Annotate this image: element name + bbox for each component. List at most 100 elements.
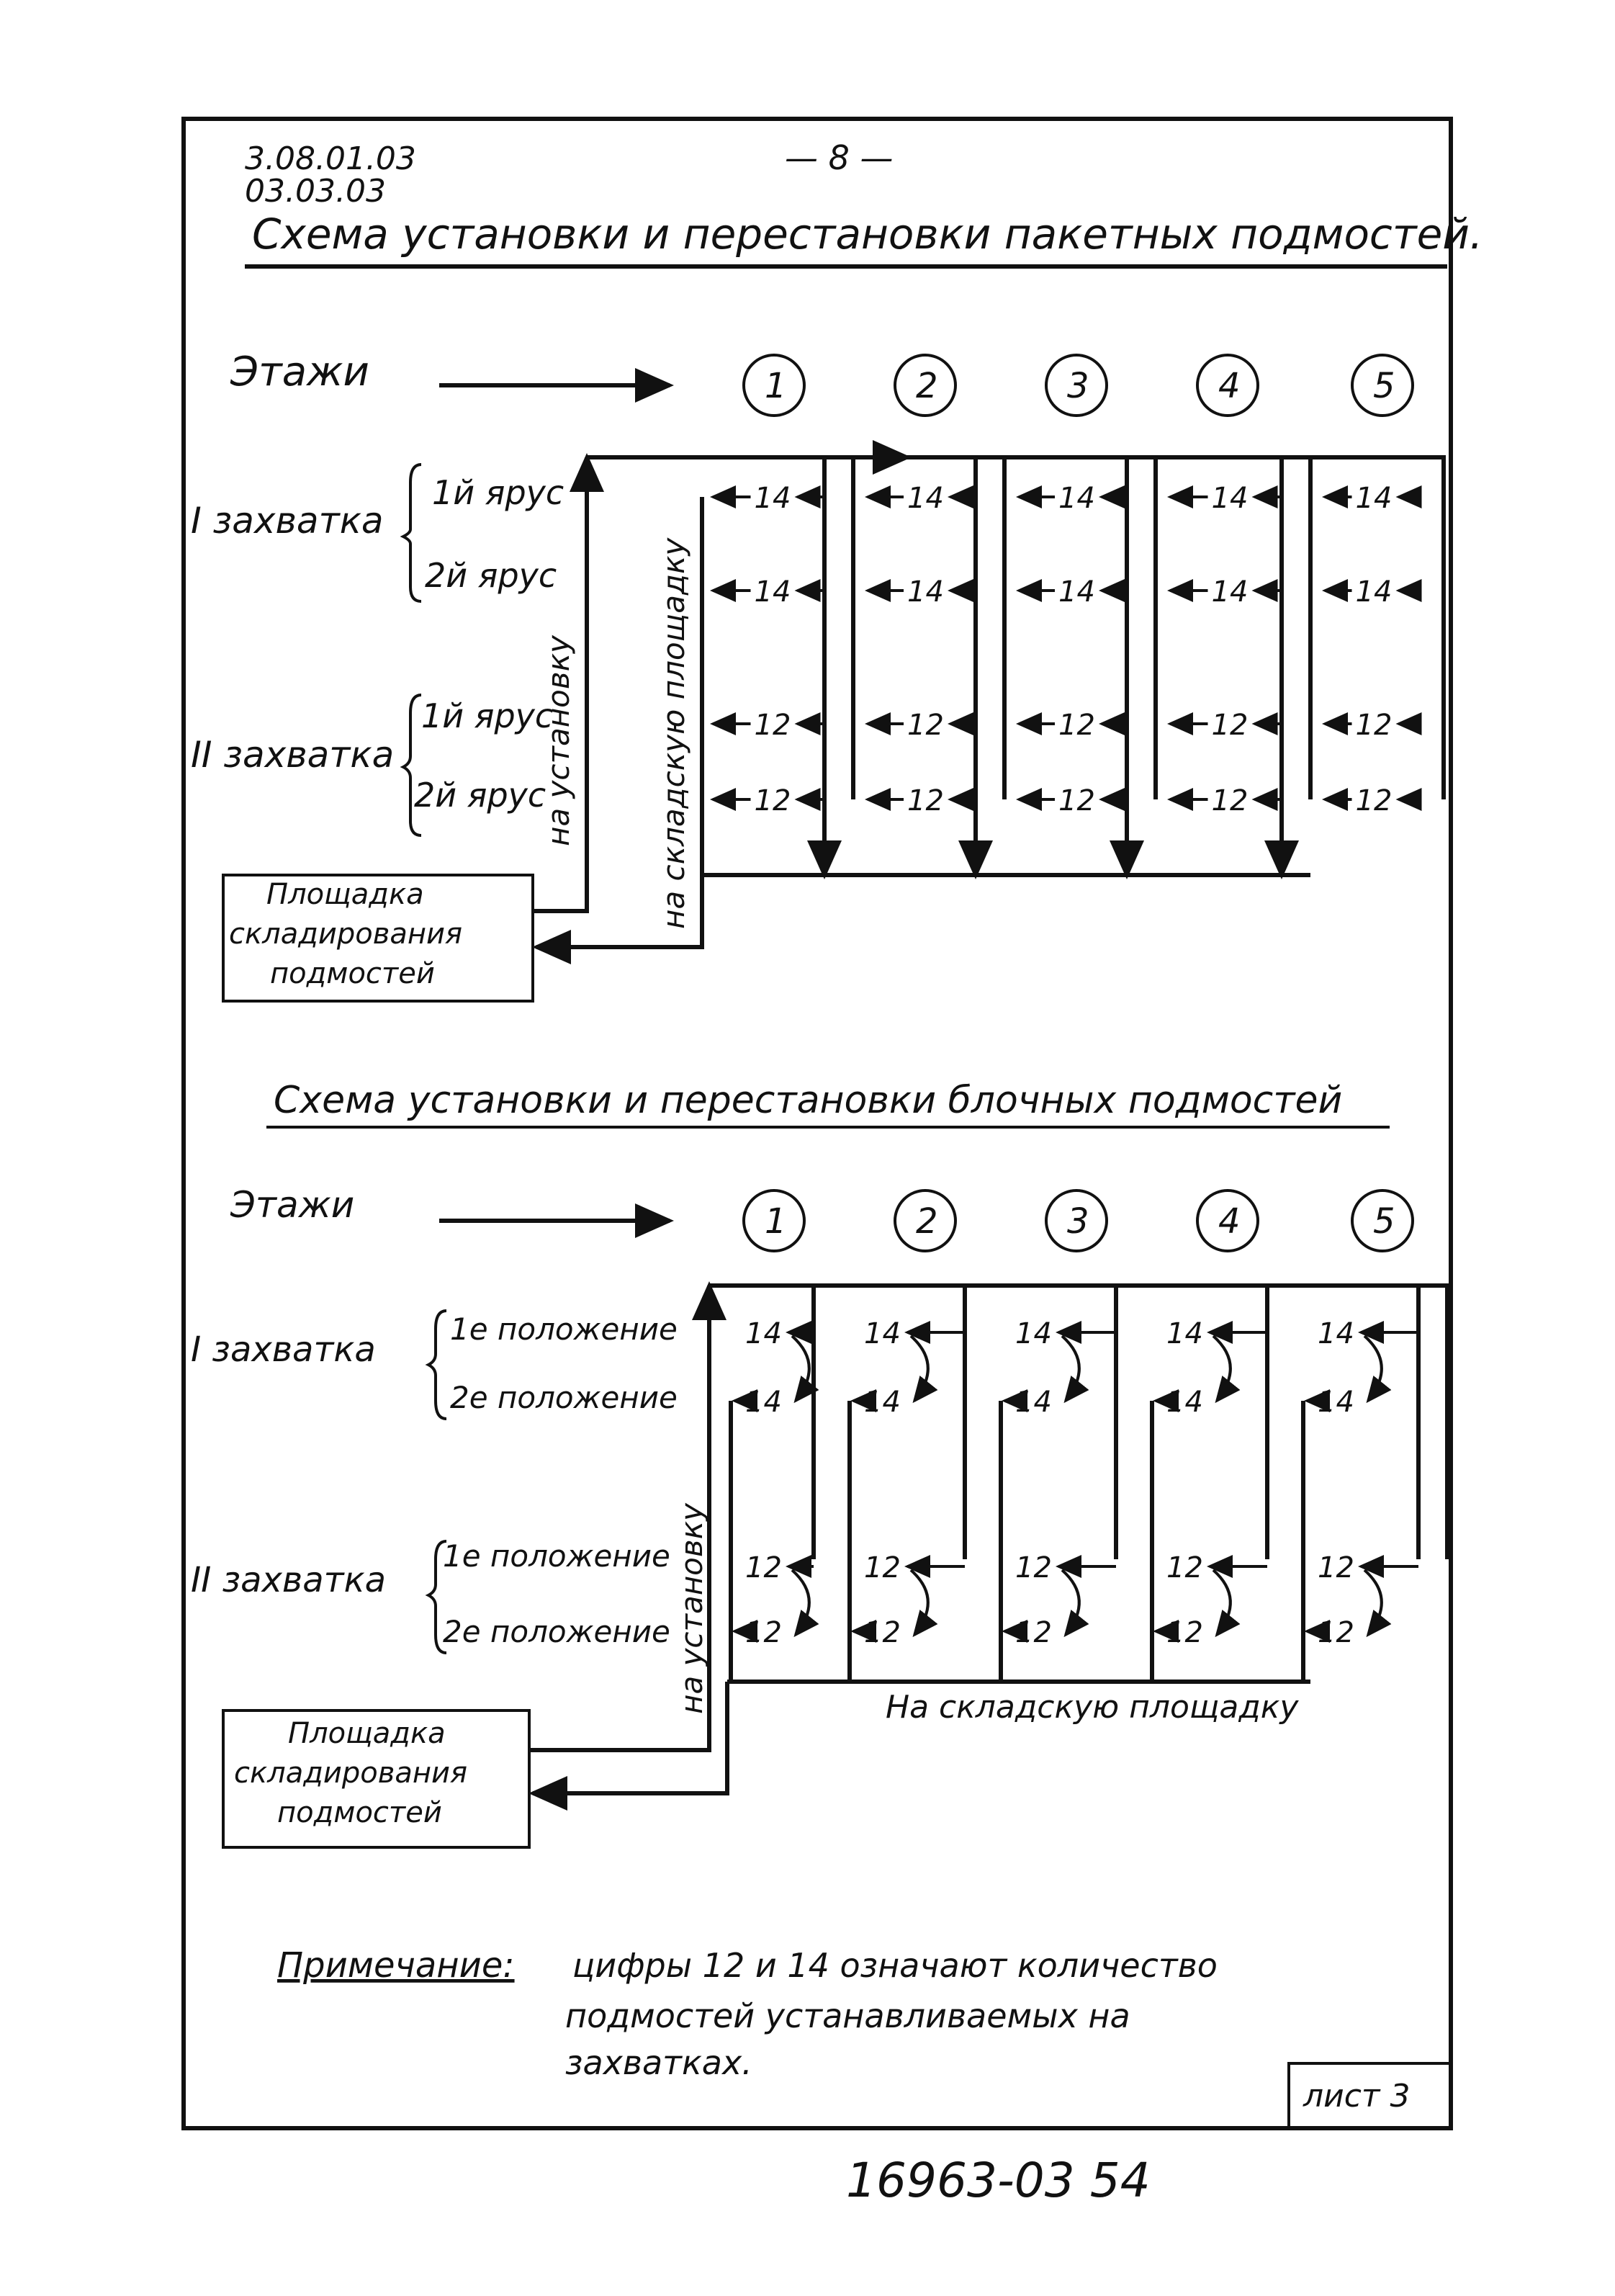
- scheme1-floor-circle-1: [742, 354, 806, 417]
- scheme1-floor-number: 3: [1067, 366, 1089, 406]
- scheme2-brace-2: [425, 1540, 447, 1654]
- scheme1-install-path: [533, 453, 604, 913]
- scheme2-count-label: 12: [864, 1551, 901, 1584]
- note-line3: захватках.: [565, 2043, 752, 2082]
- scheme2-floor-circle-3: [1045, 1189, 1108, 1252]
- scheme1-count-label: 14: [1356, 482, 1393, 515]
- scheme1-count-label: 14: [755, 575, 791, 609]
- scheme1-count-label: 12: [907, 784, 944, 817]
- scheme2-transfer-arrow: [1061, 1569, 1089, 1638]
- scheme1-count-label: 12: [755, 709, 791, 742]
- sheet-number-box: [1287, 2062, 1452, 2130]
- scheme2-storage-line1: Площадка: [288, 1717, 446, 1750]
- scheme2-transfer-arrow: [1061, 1335, 1089, 1404]
- scheme2-floor-number: 2: [916, 1201, 938, 1242]
- scheme2-title: Схема установки и перестановки блочных п…: [274, 1079, 1342, 1122]
- scheme1-count-label: 14: [1356, 575, 1393, 609]
- scheme1-storage-line1: Площадка: [266, 878, 424, 911]
- scheme2-return-path: [528, 1682, 729, 1811]
- scheme2-transfer-arrow: [1363, 1335, 1392, 1404]
- scheme2-to-storage: На складскую площадку: [886, 1689, 1299, 1726]
- scheme2-transfer-arrow: [791, 1569, 819, 1638]
- scheme1-brace-1: [400, 463, 422, 603]
- scheme1-count-label: 12: [1356, 784, 1393, 817]
- scheme1-count-label: 12: [1356, 709, 1393, 742]
- scheme2-floor-number: 4: [1218, 1201, 1241, 1242]
- scheme2-floor-number: 3: [1067, 1201, 1089, 1242]
- scheme2-count-label: 14: [745, 1317, 782, 1350]
- scheme2-floor-circle-5: [1351, 1189, 1414, 1252]
- scheme2-pos1-a: 1е положение: [450, 1311, 678, 1347]
- scheme1-floor-circle-5: [1351, 354, 1414, 417]
- note-line1: цифры 12 и 14 означают количество: [572, 1946, 1218, 1985]
- scheme1-zone1: I захватка: [191, 500, 384, 542]
- scheme1-count-label: 14: [1058, 482, 1095, 515]
- scheme2-count-label: 12: [1166, 1551, 1203, 1584]
- scheme2-floor-circle-1: [742, 1189, 806, 1252]
- scheme1-count-label: 12: [1212, 709, 1249, 742]
- scheme1-floor-number: 2: [916, 366, 938, 406]
- scheme1-count-label: 14: [907, 575, 944, 609]
- scheme1-tier1-b: 1й ярус: [421, 696, 553, 735]
- scheme2-transfer-arrow: [1212, 1569, 1241, 1638]
- scheme1-to-storage: на складскую площадку: [656, 537, 691, 929]
- scheme1-floor-number: 5: [1373, 366, 1395, 406]
- scheme1-zone2: II захватка: [191, 734, 394, 776]
- scheme1-storage-line2: складирования: [229, 918, 462, 951]
- scheme2-storage-line2: складирования: [234, 1757, 467, 1790]
- scheme2-count-label: 12: [1166, 1616, 1203, 1649]
- scheme1-to-install: на установку: [541, 634, 576, 846]
- scheme2-zone1: I захватка: [191, 1329, 376, 1370]
- scheme2-count-label: 12: [745, 1551, 782, 1584]
- scheme2-floor-circle-2: [894, 1189, 957, 1252]
- doc-code-2: 03.03.03: [245, 173, 386, 210]
- scheme2-transfer-arrow: [1363, 1569, 1392, 1638]
- scheme2-count-label: 14: [1318, 1317, 1354, 1350]
- scheme2-count-label: 12: [1318, 1551, 1354, 1584]
- scheme1-floor-circle-2: [894, 354, 957, 417]
- scheme2-count-label: 14: [1318, 1386, 1354, 1419]
- scheme1-count-label: 12: [1058, 709, 1095, 742]
- scheme1-floor-circle-4: [1196, 354, 1259, 417]
- scheme2-count-label: 14: [1015, 1386, 1052, 1419]
- footer-code: 16963-03 54: [846, 2153, 1151, 2208]
- scheme2-transfer-arrow: [909, 1569, 938, 1638]
- scheme1-count-label: 14: [1212, 575, 1249, 609]
- scheme1-floor-number: 4: [1218, 366, 1241, 406]
- scheme2-pos1-b: 1е положение: [443, 1538, 670, 1574]
- scheme2-count-label: 14: [1015, 1317, 1052, 1350]
- sheet-number: лист 3: [1303, 2078, 1411, 2115]
- scheme1-top-line: [587, 455, 1446, 799]
- page-number: — 8 —: [785, 138, 894, 177]
- scheme2-count-label: 14: [864, 1386, 901, 1419]
- scheme1-count-label: 12: [1058, 784, 1095, 817]
- scheme1-brace-2: [400, 694, 422, 837]
- scheme2-count-label: 14: [1166, 1317, 1203, 1350]
- scheme1-floors-label: Этажи: [230, 349, 369, 395]
- scheme1-tier2-b: 2й ярус: [414, 776, 546, 815]
- scheme2-pos2-b: 2е положение: [443, 1614, 670, 1649]
- scheme2-count-label: 12: [745, 1616, 782, 1649]
- scheme2-transfer-arrow: [1212, 1335, 1241, 1404]
- scheme2-brace-1: [425, 1309, 447, 1420]
- scheme2-count-label: 12: [1015, 1551, 1052, 1584]
- scheme2-floor-number: 1: [765, 1201, 787, 1242]
- scheme1-count-label: 12: [907, 709, 944, 742]
- scheme1-count-label: 12: [1212, 784, 1249, 817]
- scheme1-floor-number: 1: [765, 366, 787, 406]
- scheme1-tier2-a: 2й ярус: [425, 556, 557, 595]
- scheme2-install-path: [529, 1281, 726, 1752]
- doc-code-1: 3.08.01.03: [245, 140, 416, 177]
- scheme2-count-label: 12: [864, 1616, 901, 1649]
- scheme1-floor-circle-3: [1045, 354, 1108, 417]
- note-label: Примечание:: [277, 1945, 515, 1986]
- note-line2: подмостей устанавливаемых на: [565, 1996, 1130, 2035]
- scheme2-floor-circle-4: [1196, 1189, 1259, 1252]
- scheme2-storage-line3: подмостей: [277, 1796, 442, 1829]
- scheme2-count-label: 12: [1318, 1616, 1354, 1649]
- scheme2-count-label: 14: [864, 1317, 901, 1350]
- scheme1-storage-line3: подмостей: [270, 957, 435, 990]
- scheme1-count-label: 14: [1212, 482, 1249, 515]
- scheme1-title: Схема установки и перестановки пакетных …: [252, 210, 1483, 259]
